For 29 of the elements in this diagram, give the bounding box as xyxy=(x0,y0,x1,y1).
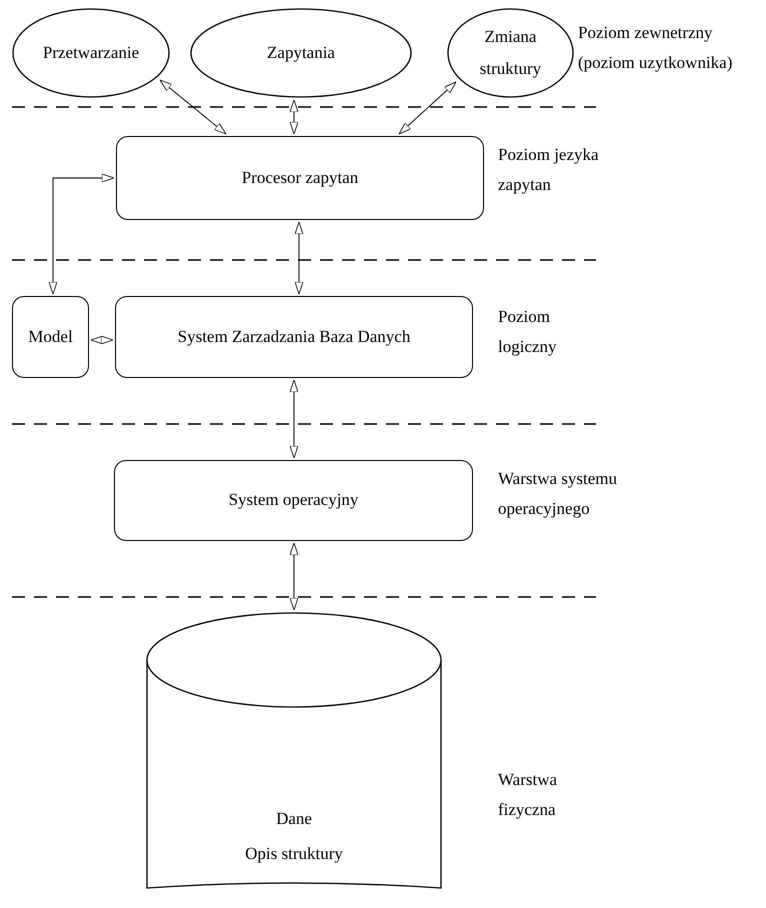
ellipse-node xyxy=(190,8,412,98)
ellipse-node xyxy=(12,8,170,98)
process-box xyxy=(114,460,473,541)
arrow xyxy=(48,174,114,294)
process-box xyxy=(12,296,89,378)
process-box xyxy=(115,296,473,378)
arrow xyxy=(90,336,114,344)
layer-label: Poziom logiczny xyxy=(498,306,558,358)
node-text: Zmiana struktury xyxy=(478,26,542,80)
node-text: Model xyxy=(28,326,73,348)
arrow xyxy=(290,542,298,610)
layer-label: Poziom jezyka zapytan xyxy=(498,144,600,196)
arrow xyxy=(398,82,456,134)
arrow xyxy=(160,80,226,134)
layer-label: Warstwa fizyczna xyxy=(498,769,558,821)
node-text: Opis struktury xyxy=(245,843,343,864)
node-text: System Zarzadzania Baza Danych xyxy=(178,326,410,348)
layer-label: Warstwa systemu operacyjnego xyxy=(498,468,618,520)
ellipse-node xyxy=(447,8,574,98)
node-text: Dane xyxy=(276,808,312,830)
node-text: Przetwarzanie xyxy=(42,42,140,64)
process-box xyxy=(116,136,484,220)
node-text: Procesor zapytan xyxy=(242,166,358,189)
layer-label: Poziom zewnetrzny (poziom uzytkownika) xyxy=(578,22,734,74)
arrow xyxy=(290,380,298,458)
arrow xyxy=(294,222,304,294)
node-text: System operacyjny xyxy=(228,489,358,512)
node-text: Zapytania xyxy=(267,42,335,64)
arrow xyxy=(290,100,298,134)
